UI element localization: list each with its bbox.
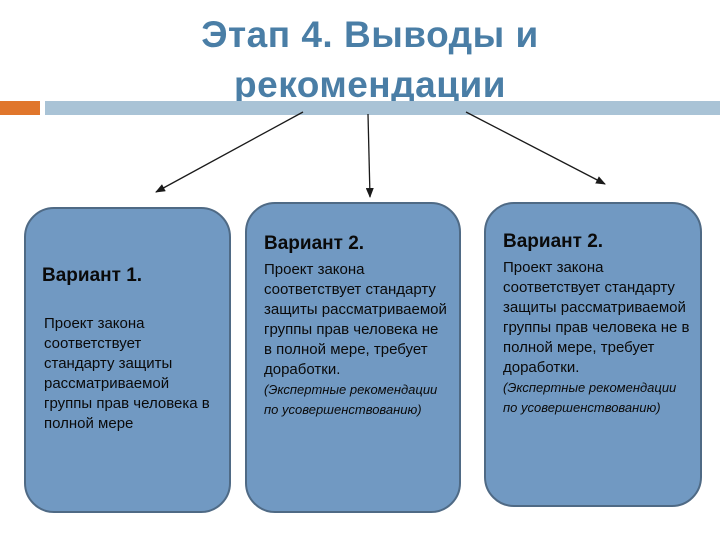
option-3-text: Проект закона соответствует стандарту за… <box>503 259 690 376</box>
option-box-2: Вариант 2. Проект закона соответствует с… <box>245 202 461 513</box>
arrow-to-option-2 <box>365 113 374 198</box>
title-rule-accent <box>0 101 40 115</box>
option-2-heading: Вариант 2. <box>264 233 365 254</box>
option-1-heading: Вариант 1. <box>42 265 143 286</box>
option-box-3: Вариант 2. Проект закона соответствует с… <box>484 202 702 507</box>
option-3-note: (Экспертные рекомендации по усовершенств… <box>503 380 677 415</box>
option-box-1: Вариант 1. Проект закона соответствует с… <box>24 207 231 513</box>
arrow-to-option-3 <box>465 111 606 185</box>
arrow-to-option-1 <box>155 111 304 193</box>
option-1-text: Проект закона соответствует стандарту за… <box>44 315 210 432</box>
option-3-heading: Вариант 2. <box>503 231 604 252</box>
title-rule <box>45 101 720 115</box>
slide-title: Этап 4. Выводы и рекомендации <box>201 14 539 105</box>
option-2-note: (Экспертные рекомендации по усовершенств… <box>264 382 438 417</box>
option-2-text: Проект закона соответствует стандарту за… <box>264 261 447 378</box>
